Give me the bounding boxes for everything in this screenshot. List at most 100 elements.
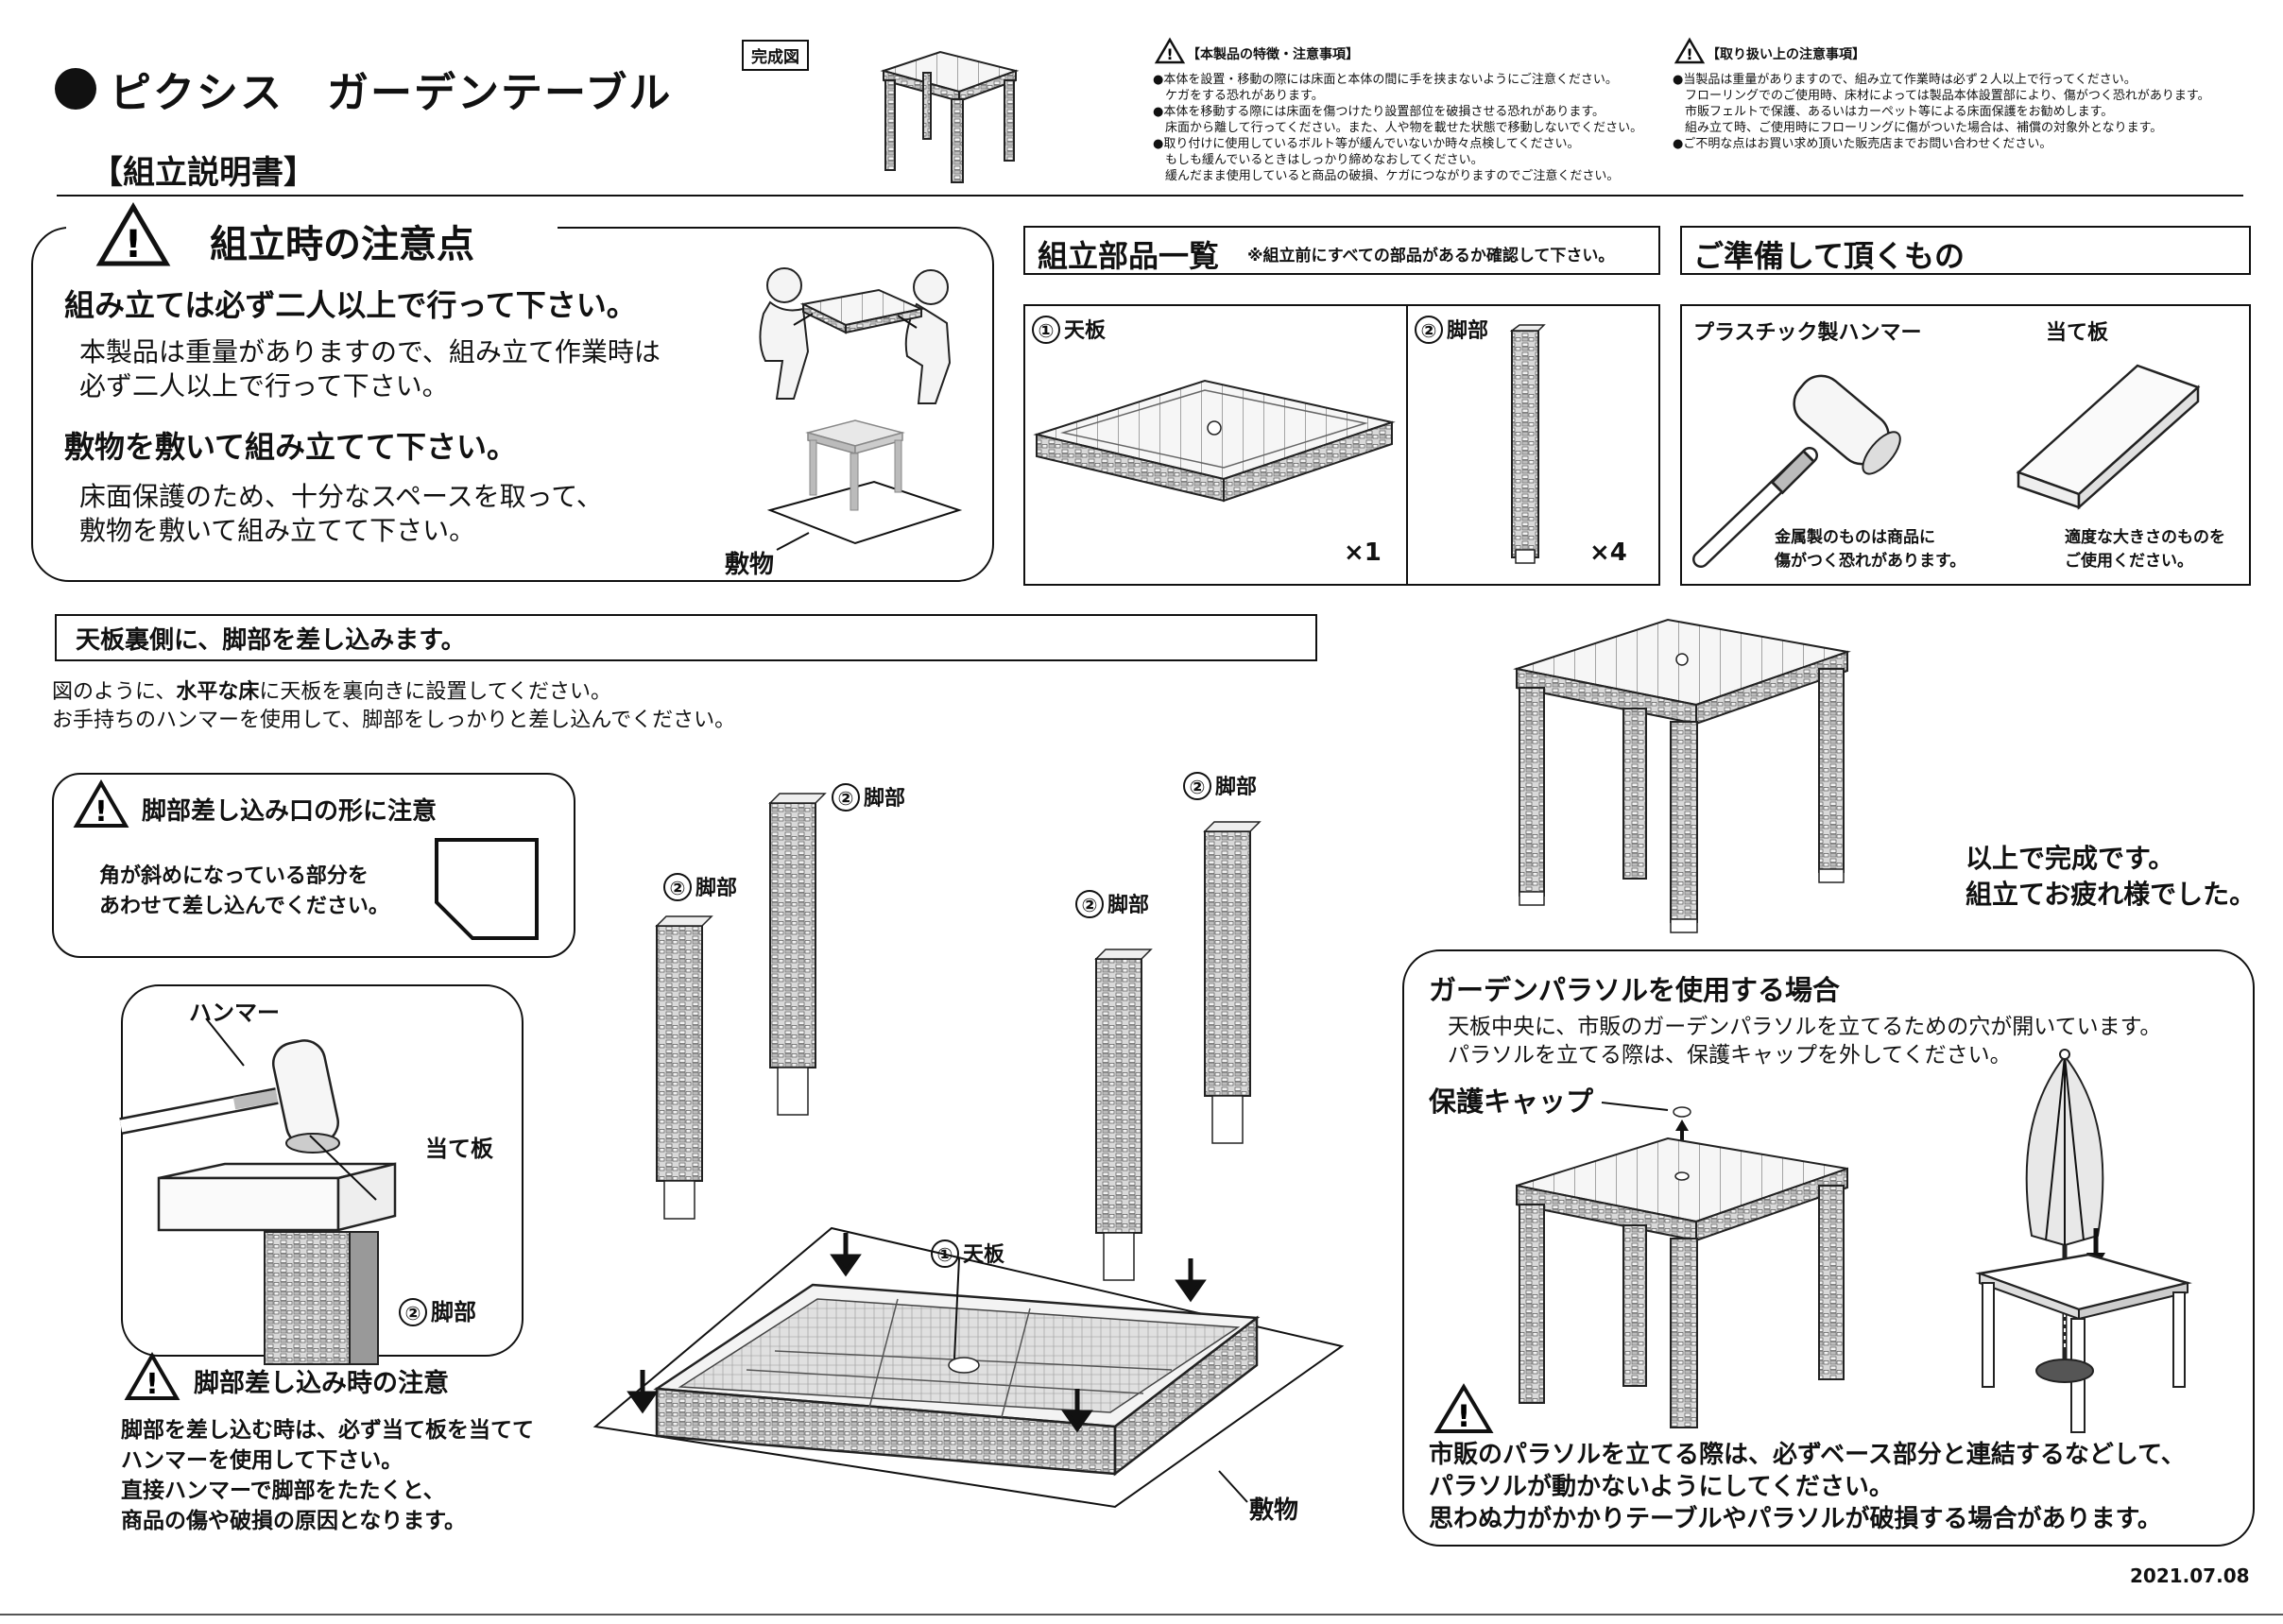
mat-leader-line — [776, 532, 810, 551]
beveled-corner-shape-icon — [435, 838, 539, 940]
text-line: 角が斜めになっている部分を — [99, 864, 369, 888]
board-note: 適度な大きさのものを ご使用ください。 — [2065, 526, 2225, 573]
two-person-heading: 組み立ては必ず二人以上で行って下さい。 — [64, 287, 637, 323]
part-name: 脚部 — [864, 787, 906, 811]
svg-text:!: ! — [146, 1368, 159, 1401]
parasol-title: ガーデンパラソルを使用する場合 — [1429, 974, 1841, 1006]
prepare-item-hammer: プラスチック製ハンマー — [1693, 321, 1922, 345]
text-line: パラソルが動かないようにしてください。 — [1429, 1473, 1894, 1501]
part-number: ② — [832, 783, 860, 812]
part-number: ② — [1183, 772, 1211, 800]
svg-text:!: ! — [1457, 1398, 1471, 1434]
step-title: 天板裏側に、脚部を差し込みます。 — [76, 626, 466, 655]
svg-text:!: ! — [1686, 45, 1692, 63]
page-subtitle: 【組立説明書】 — [91, 154, 316, 192]
prepare-title: ご準備して頂くもの — [1693, 238, 1965, 274]
parasol-warning: 市販のパラソルを立てる際は、必ずベース部分と連結するなどして、 パラソルが動かな… — [1429, 1439, 2186, 1535]
board-label: 当て板 — [425, 1136, 493, 1162]
part-name: 脚部 — [1107, 894, 1150, 917]
text-line: パラソルを立てる際は、保護キャップを外してください。 — [1448, 1043, 2012, 1068]
assembly-diagram — [592, 793, 1345, 1509]
text-line: 敷物を敷いて組み立てて下さい。 — [79, 515, 476, 546]
two-people-carrying-figure — [759, 267, 952, 404]
note-line: ●当製品は重量がありますので、組み立て作業時は必ず２人以上で行ってください。 — [1673, 73, 2137, 87]
text-line: あわせて差し込んでください。 — [99, 895, 389, 918]
note-line: 緩んだまま使用していると商品の破損、ケガにつながりますのでご注意ください。 — [1153, 169, 1620, 183]
note-line: ケガをする恐れがあります。 — [1153, 89, 1324, 103]
shape-caution-title: 脚部差し込み口の形に注意 — [142, 797, 438, 826]
mat-text: 床面保護のため、十分なスペースを取って、 敷物を敷いて組み立てて下さい。 — [79, 480, 603, 548]
protective-cap-label: 保護キャップ — [1429, 1086, 1594, 1118]
note-line: もしも緩んでいるときはしっかり締めなおしてください。 — [1153, 153, 1484, 167]
text-line: 天板中央に、市販のガーデンパラソルを立てるための穴が開いています。 — [1448, 1015, 2162, 1039]
text-segment: に天板を裏向きに設置してください。 — [259, 680, 612, 704]
parasol-in-table-figure — [1975, 1049, 2192, 1433]
part-number: ② — [1415, 316, 1443, 344]
parasol-text: 天板中央に、市販のガーデンパラソルを立てるための穴が開いています。 パラソルを立… — [1448, 1013, 2161, 1069]
part-name: 脚部 — [1447, 319, 1489, 343]
prepare-grid — [1680, 304, 2251, 586]
part-quantity: ×1 — [1344, 538, 1382, 567]
part-number: ① — [931, 1239, 959, 1268]
document-date: 2021.07.08 — [2130, 1564, 2250, 1587]
note-line: 床面から離して行ってください。また、人や物を載せた状態で移動しないでください。 — [1153, 121, 1643, 135]
leg-part-figure — [1509, 324, 1546, 564]
note-line: ●取り付けに使用しているボルト等が緩んでいないか時々点検してください。 — [1153, 137, 1580, 151]
step-title-box — [55, 614, 1317, 661]
text-line: 必ず二人以上で行って下さい。 — [79, 370, 449, 402]
text-line: 傷がつく恐れがあります。 — [1775, 552, 1966, 571]
part-name: 脚部 — [1215, 776, 1258, 799]
note-line: フローリングでのご使用時、床材によっては製品本体設置部により、傷がつく恐れがあり… — [1673, 89, 2210, 103]
handling-notes-heading: 【取り扱い上の注意事項】 — [1707, 47, 1865, 62]
hammer-label: ハンマー — [189, 1000, 280, 1026]
note-line: ●本体を移動する際には床面を傷つけたり設置部位を破損させる恐れがあります。 — [1153, 105, 1605, 119]
page-title: ピクシス ガーデンテーブル — [110, 69, 673, 117]
text-line: 脚部を差し込む時は、必ず当て板を当てて — [121, 1418, 534, 1443]
text-line: 市販のパラソルを立てる際は、必ずベース部分と連結するなどして、 — [1429, 1441, 2186, 1469]
text-line: 適度な大きさのものを — [2065, 528, 2225, 547]
two-person-text: 本製品は重量がありますので、組み立て作業時は 必ず二人以上で行って下さい。 — [79, 335, 661, 403]
svg-text:!: ! — [94, 795, 108, 829]
text-line: 金属製のものは商品に — [1775, 528, 1935, 547]
part-name: 天板 — [1064, 319, 1107, 343]
note-line: 組み立て時、ご使用時にフローリングに傷がついた場合は、補償の対象外となります。 — [1673, 121, 2163, 135]
text-line: ハンマーを使用して下さい。 — [121, 1448, 403, 1473]
step-desc-1: 図のように、水平な床に天板を裏向きに設置してください。 — [52, 678, 611, 707]
parts-title-box — [1023, 226, 1660, 275]
parasol-table-figure — [1516, 1102, 1848, 1428]
tabletop-part-figure — [1033, 379, 1396, 503]
note-line: ●ご不明な点はお買い求め頂いた販売店までお問い合わせください。 — [1673, 137, 2052, 151]
features-notes: ●本体を設置・移動の際には床面と本体の間に手を挟まないようにご注意ください。 ケ… — [1153, 72, 1642, 184]
table-on-mat-figure — [766, 419, 963, 545]
warning-triangle-icon: ! — [95, 202, 171, 266]
title-bullet-icon — [55, 68, 96, 110]
handling-notes: ●当製品は重量がありますので、組み立て作業時は必ず２人以上で行ってください。 フ… — [1673, 72, 2210, 152]
shape-caution-text: 角が斜めになっている部分を あわせて差し込んでください。 — [99, 862, 389, 922]
part-number: ① — [1032, 316, 1060, 344]
parts-title: 組立部品一覧 — [1038, 238, 1220, 274]
part-quantity: ×4 — [1589, 538, 1627, 567]
completed-table-figure — [880, 50, 1020, 183]
board-icon — [2016, 364, 2201, 510]
prepare-title-box — [1680, 226, 2251, 275]
parts-note: ※組立前にすべての部品があるか確認して下さい。 — [1247, 247, 1615, 265]
text-line: ご使用ください。 — [2065, 552, 2193, 571]
completed-table-large-figure — [1513, 618, 1851, 933]
note-line: ●本体を設置・移動の際には床面と本体の間に手を挟まないようにご注意ください。 — [1153, 73, 1618, 87]
part-name: 脚部 — [431, 1299, 476, 1325]
part-number: ② — [399, 1298, 427, 1326]
emphasis-text: 水平な床 — [176, 680, 260, 704]
note-line: 市販フェルトで保護、あるいはカーペット等による床面保護をお勧めします。 — [1673, 105, 2114, 119]
text-line: 商品の傷や破損の原因となります。 — [121, 1509, 467, 1533]
features-notes-heading: 【本製品の特徴・注意事項】 — [1187, 47, 1359, 62]
header-rule — [57, 195, 2243, 197]
assembly-caution-title: 組立時の注意点 — [210, 223, 474, 266]
text-line: 本製品は重量がありますので、組み立て作業時は — [79, 336, 661, 368]
part-name: 天板 — [963, 1243, 1005, 1267]
